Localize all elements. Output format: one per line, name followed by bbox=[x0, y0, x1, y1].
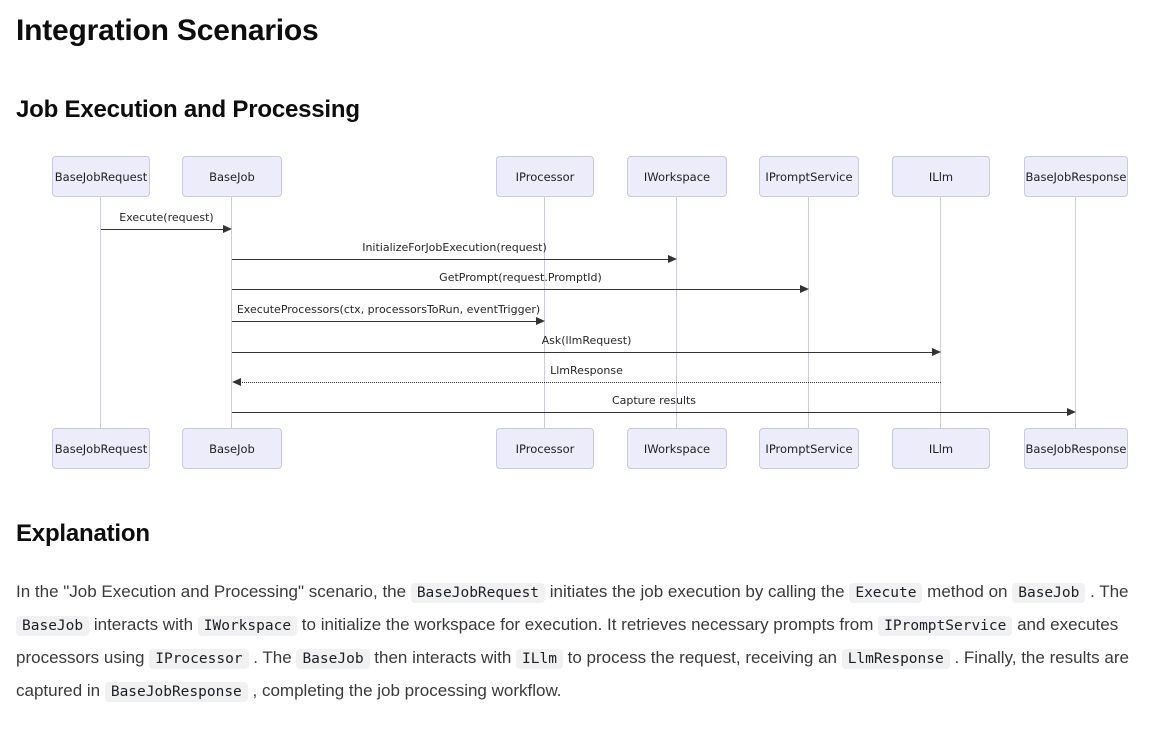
actor-box-top: BaseJobRequest bbox=[52, 156, 150, 197]
actor-label: BaseJobResponse bbox=[1025, 169, 1127, 184]
arrowhead-icon bbox=[223, 225, 232, 233]
actor-box-bottom: ILlm bbox=[892, 428, 990, 469]
arrowhead-icon bbox=[932, 348, 941, 356]
explanation-text: then interacts with bbox=[369, 648, 517, 667]
explanation-text: method on bbox=[922, 582, 1013, 601]
inline-code: LlmResponse bbox=[841, 649, 950, 669]
lifeline-basejobresponse bbox=[1075, 197, 1076, 428]
message-label: GetPrompt(request.PromptId) bbox=[439, 271, 602, 284]
actor-label: IPromptService bbox=[765, 441, 853, 456]
actor-box-bottom: IPromptService bbox=[759, 428, 859, 469]
actor-box-bottom: BaseJob bbox=[182, 428, 282, 469]
section-title: Job Execution and Processing bbox=[16, 96, 360, 123]
explanation-text: In the "Job Execution and Processing" sc… bbox=[16, 582, 411, 601]
message-arrow bbox=[101, 229, 225, 230]
message-label: InitializeForJobExecution(request) bbox=[362, 241, 547, 254]
arrowhead-icon bbox=[232, 378, 241, 386]
message-arrow bbox=[232, 352, 934, 353]
actor-label: IWorkspace bbox=[643, 169, 711, 184]
actor-label: IPromptService bbox=[765, 169, 853, 184]
explanation-text: initiates the job execution by calling t… bbox=[545, 582, 850, 601]
lifeline-illm bbox=[940, 197, 941, 428]
actor-box-top: BaseJob bbox=[182, 156, 282, 197]
actor-label: ILlm bbox=[928, 169, 954, 184]
actor-label: IProcessor bbox=[515, 169, 575, 184]
message-arrow bbox=[232, 259, 670, 260]
explanation-text: and executes processors using bbox=[16, 615, 1119, 667]
explanation-paragraph: In the "Job Execution and Processing" sc… bbox=[16, 576, 1160, 708]
explanation-text: . The bbox=[1085, 582, 1129, 601]
actor-label: IWorkspace bbox=[643, 441, 711, 456]
actor-box-top: IPromptService bbox=[759, 156, 859, 197]
lifeline-iprocessor bbox=[544, 197, 545, 428]
message-arrow bbox=[232, 321, 538, 322]
inline-code: BaseJob bbox=[296, 649, 370, 669]
explanation-text: . Finally, the results are captured in bbox=[16, 648, 1129, 700]
actor-label: BaseJobResponse bbox=[1025, 441, 1127, 456]
inline-code: BaseJob bbox=[16, 616, 90, 636]
inline-code: BaseJobRequest bbox=[410, 583, 546, 603]
explanation-text: to process the request, receiving an bbox=[562, 648, 842, 667]
message-label: LlmResponse bbox=[550, 364, 623, 377]
actor-label: BaseJobRequest bbox=[54, 441, 148, 456]
inline-code: IPromptService bbox=[878, 616, 1013, 636]
explanation-text: , completing the job processing workflow… bbox=[247, 681, 562, 700]
lifeline-ipromptservice bbox=[808, 197, 809, 428]
page-title: Integration Scenarios bbox=[16, 14, 319, 47]
actor-box-top: IWorkspace bbox=[627, 156, 727, 197]
inline-code: Execute bbox=[849, 583, 923, 603]
actor-label: BaseJob bbox=[209, 441, 255, 456]
actor-box-bottom: IProcessor bbox=[496, 428, 594, 469]
message-label: ExecuteProcessors(ctx, processorsToRun, … bbox=[236, 303, 541, 316]
inline-code: BaseJob bbox=[1012, 583, 1086, 603]
actor-label: IProcessor bbox=[515, 441, 575, 456]
document-page: Integration Scenarios Job Execution and … bbox=[0, 14, 1176, 708]
actor-box-top: BaseJobResponse bbox=[1024, 156, 1128, 197]
message-arrow bbox=[232, 289, 802, 290]
explanation-title: Explanation bbox=[16, 520, 150, 547]
actor-box-top: IProcessor bbox=[496, 156, 594, 197]
actor-box-bottom: BaseJobRequest bbox=[52, 428, 150, 469]
lifeline-basejob bbox=[231, 197, 232, 428]
inline-code: ILlm bbox=[516, 649, 563, 669]
lifeline-iworkspace bbox=[676, 197, 677, 428]
actor-box-top: ILlm bbox=[892, 156, 990, 197]
actor-label: ILlm bbox=[928, 441, 954, 456]
inline-code: IProcessor bbox=[149, 649, 249, 669]
message-label: Execute(request) bbox=[119, 211, 214, 224]
sequence-diagram: BaseJobRequest BaseJob IProcessor IWorks… bbox=[0, 150, 1176, 474]
arrowhead-icon bbox=[800, 285, 809, 293]
explanation-text: to initialize the workspace for executio… bbox=[297, 615, 879, 634]
explanation-text: . The bbox=[248, 648, 297, 667]
arrowhead-icon bbox=[668, 255, 677, 263]
explanation-text: interacts with bbox=[89, 615, 198, 634]
message-label: Capture results bbox=[611, 394, 697, 407]
actor-label: BaseJob bbox=[209, 169, 255, 184]
message-arrow bbox=[232, 412, 1069, 413]
arrowhead-icon bbox=[536, 317, 545, 325]
actor-box-bottom: IWorkspace bbox=[627, 428, 727, 469]
inline-code: IWorkspace bbox=[197, 616, 298, 636]
arrowhead-icon bbox=[1067, 408, 1076, 416]
actor-box-bottom: BaseJobResponse bbox=[1024, 428, 1128, 469]
inline-code: BaseJobResponse bbox=[104, 682, 248, 702]
message-return-arrow bbox=[239, 382, 941, 383]
message-label: Ask(llmRequest) bbox=[541, 334, 632, 347]
lifeline-basejobrequest bbox=[100, 197, 101, 428]
actor-label: BaseJobRequest bbox=[54, 169, 148, 184]
